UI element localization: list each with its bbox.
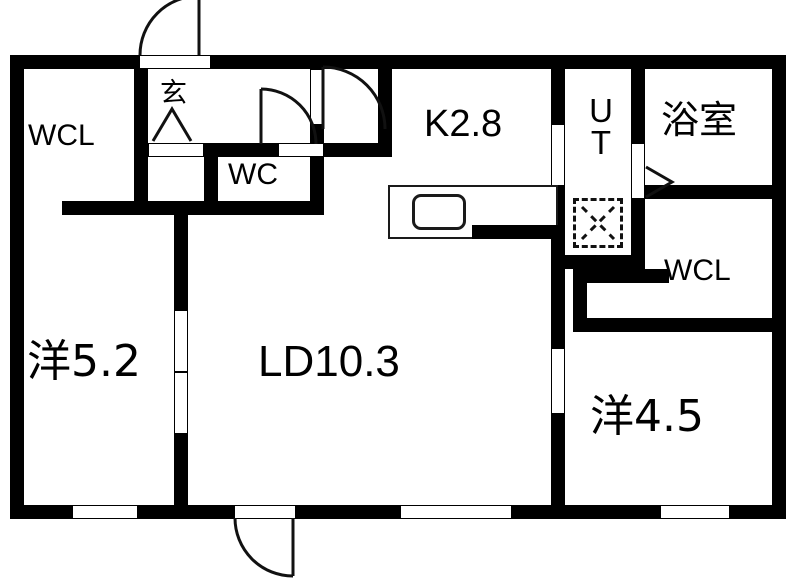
entrance-step-icon	[151, 106, 193, 142]
wall-wcl-left-side	[134, 69, 148, 208]
balcony-door-swing-icon	[233, 517, 295, 578]
room-label-wcl-right: WCL	[664, 254, 731, 287]
kitchen-sink	[412, 194, 466, 230]
front-door-swing-icon	[138, 0, 201, 56]
room-label-bedroom-52: 洋5.2	[27, 336, 141, 387]
wall-wc-bottom	[148, 201, 324, 215]
front-door-opening[interactable]	[139, 55, 211, 69]
wall-bath-bottom	[631, 185, 786, 199]
wall-corridor-bottom-left	[62, 201, 148, 215]
room-label-genkan: 玄	[160, 78, 187, 109]
outer-wall-left	[10, 55, 24, 519]
bedroom52-slider-leaf1[interactable]	[174, 310, 188, 372]
genkan-step-opening[interactable]	[148, 143, 204, 157]
wall-wcl-right-left	[573, 269, 587, 332]
wall-wcl-right-top	[573, 269, 669, 283]
wall-kitchen-left-upper	[378, 69, 392, 157]
bedroom45-door-opening[interactable]	[551, 348, 565, 414]
room-label-bedroom-45: 洋4.5	[590, 391, 704, 442]
wc-door-swing-icon	[259, 87, 318, 145]
window-bedroom45[interactable]	[660, 505, 730, 519]
wall-wcl-right-bottom	[573, 318, 786, 332]
utility-line-2: T	[590, 124, 612, 162]
ut-bath-opening[interactable]	[631, 143, 645, 199]
outer-wall-bottom	[10, 505, 786, 519]
window-ld[interactable]	[400, 505, 512, 519]
outer-wall-right	[772, 55, 786, 519]
balcony-door-opening[interactable]	[234, 505, 296, 519]
wall-ut-bottom	[551, 255, 645, 269]
kitchen-counter-shadow	[472, 225, 558, 239]
wc-door-opening[interactable]	[278, 143, 324, 157]
wall-stub-ld	[174, 201, 188, 229]
utility-line-1: U	[589, 92, 613, 129]
room-label-utility: U T	[584, 92, 618, 162]
room-label-kitchen: K2.8	[424, 103, 503, 145]
room-label-wc: WC	[228, 158, 278, 191]
washing-machine-pan	[573, 198, 623, 248]
wall-wc-right	[310, 143, 324, 215]
window-bedroom52[interactable]	[72, 505, 138, 519]
washing-machine-x-icon	[580, 205, 616, 241]
outer-wall-top	[10, 55, 786, 69]
wall-kitchen-left-lower	[378, 143, 392, 157]
kitchen-counter-back	[388, 185, 412, 239]
kitchen-ut-opening[interactable]	[551, 124, 565, 186]
hall-door-swing-icon	[321, 65, 387, 130]
bathtub-marker-icon	[645, 165, 676, 199]
bedroom52-slider-leaf2[interactable]	[174, 372, 188, 434]
room-label-bathroom: 浴室	[661, 98, 738, 142]
room-label-living-dining: LD10.3	[258, 337, 400, 386]
room-label-wcl-left: WCL	[28, 119, 95, 152]
wall-genkan-right	[204, 143, 218, 215]
